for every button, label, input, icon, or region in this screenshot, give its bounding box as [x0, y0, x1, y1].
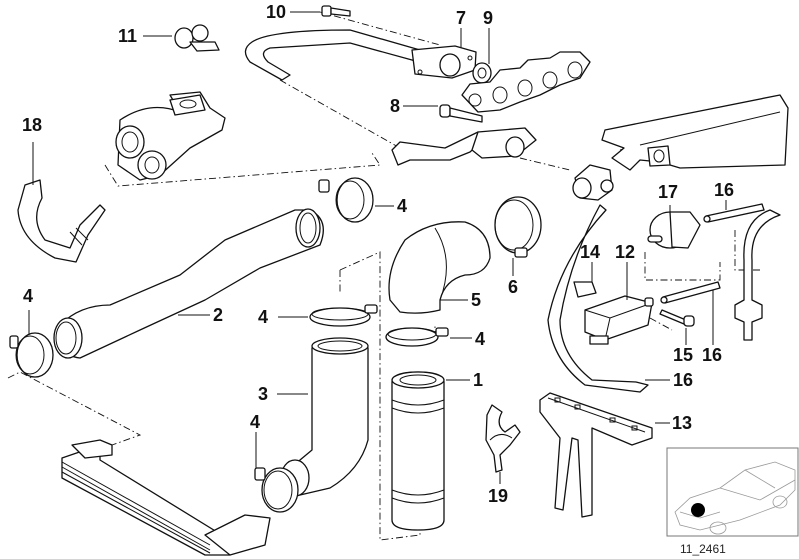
- callout-4a[interactable]: 4: [397, 196, 407, 216]
- callout-12[interactable]: 12: [615, 242, 635, 262]
- part-16-vacuum-hose-long[interactable]: [547, 204, 649, 393]
- callout-9[interactable]: 9: [483, 8, 493, 28]
- location-marker: [691, 503, 705, 517]
- callout-18[interactable]: 18: [22, 115, 42, 135]
- exhaust-manifold-gasket: [461, 51, 591, 113]
- egr-pipe-upper[interactable]: [244, 29, 477, 81]
- part-4-hose-clamp-b[interactable]: [9, 332, 54, 378]
- part-11-pipe-clamp[interactable]: [174, 24, 220, 52]
- callout-6[interactable]: 6: [508, 277, 518, 297]
- part-2-charge-air-hose[interactable]: [53, 208, 324, 359]
- egr-pipe-lower[interactable]: [391, 127, 537, 166]
- callout-3[interactable]: 3: [258, 384, 268, 404]
- callout-7[interactable]: 7: [456, 8, 466, 28]
- part-14-connector[interactable]: [573, 281, 597, 298]
- callout-11[interactable]: 11: [118, 26, 137, 46]
- part-17-filter[interactable]: [647, 211, 701, 249]
- vacuum-line-right: [734, 209, 781, 341]
- callout-13[interactable]: 13: [672, 413, 692, 433]
- callout-8[interactable]: 8: [390, 96, 400, 116]
- part-16-hose-upper[interactable]: [703, 203, 765, 223]
- part-9-seal-ring[interactable]: [472, 62, 492, 84]
- part-3-charge-air-hose[interactable]: [280, 337, 369, 497]
- callout-17[interactable]: 17: [658, 182, 678, 202]
- part-4-hose-clamp-c[interactable]: [309, 304, 378, 327]
- part-5-elbow-hose[interactable]: [388, 221, 491, 314]
- vehicle-locator-inset: 11_2461: [666, 447, 799, 556]
- part-12-solenoid-valve[interactable]: [584, 295, 654, 345]
- assembly-dash-lines: [7, 11, 760, 541]
- callout-14[interactable]: 14: [580, 242, 600, 262]
- callout-4d[interactable]: 4: [250, 412, 260, 432]
- part-10-bolt[interactable]: [321, 5, 351, 17]
- callout-2[interactable]: 2: [213, 305, 223, 325]
- callout-1[interactable]: 1: [473, 370, 483, 390]
- part-16-hose-lower[interactable]: [660, 281, 721, 304]
- intake-manifold: [601, 94, 789, 171]
- callout-4c[interactable]: 4: [258, 307, 268, 327]
- callout-15[interactable]: 15: [673, 345, 693, 365]
- part-18-bracket[interactable]: [17, 179, 106, 263]
- car-outline: [674, 461, 796, 535]
- part-13-support-bracket[interactable]: [539, 392, 653, 518]
- callout-4b[interactable]: 4: [23, 286, 33, 306]
- diagram-code: 11_2461: [680, 542, 726, 556]
- part-4-hose-clamp-d[interactable]: [254, 467, 299, 513]
- egr-valve: [572, 164, 614, 201]
- callout-19[interactable]: 19: [488, 486, 508, 506]
- part-1-connector-sleeve[interactable]: [391, 371, 445, 531]
- callout-10[interactable]: 10: [266, 2, 286, 22]
- intercooler: [61, 439, 271, 556]
- part-6-hose-clamp[interactable]: [494, 196, 542, 258]
- part-4-hose-clamp-a[interactable]: [318, 177, 374, 223]
- part-19-hose-clip[interactable]: [485, 404, 521, 473]
- callout-16a[interactable]: 16: [714, 180, 734, 200]
- callout-5[interactable]: 5: [471, 290, 481, 310]
- part-15-screw[interactable]: [659, 309, 695, 327]
- leader-lines: [28, 11, 727, 484]
- callout-4e[interactable]: 4: [475, 329, 485, 349]
- part-8-bolt[interactable]: [439, 104, 483, 123]
- callout-16c[interactable]: 16: [673, 370, 693, 390]
- turbocharger: [115, 91, 226, 181]
- callout-labels: 11 10 7 9 8 18 4 17 16 14 12 6 4 2 4 5 4…: [22, 2, 734, 506]
- callout-16b[interactable]: 16: [702, 345, 722, 365]
- part-4-hose-clamp-e[interactable]: [385, 327, 449, 347]
